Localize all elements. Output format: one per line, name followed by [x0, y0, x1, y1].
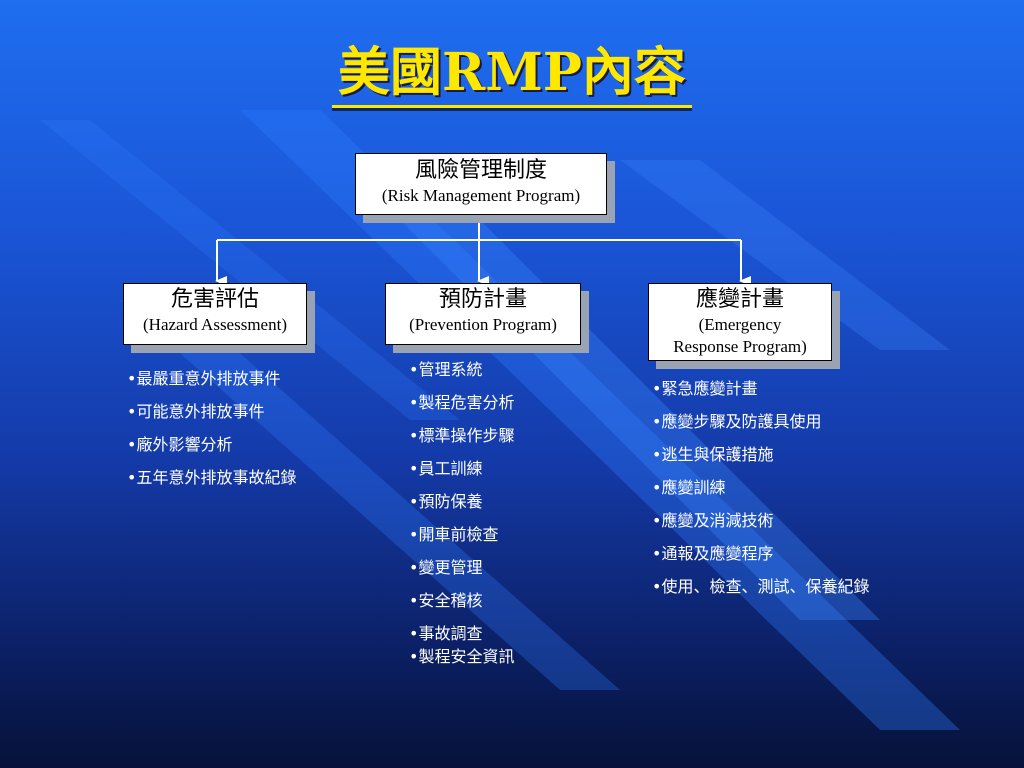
node-title-en: (Prevention Program): [409, 315, 557, 334]
page-title: 美國RMP內容: [0, 30, 1024, 108]
list-item: 標準操作步驟: [409, 419, 514, 452]
list-item: 製程安全資訊: [409, 644, 514, 670]
node-title-en-line2: Response Program): [673, 337, 807, 356]
node-title-zh: 預防計畫: [438, 287, 527, 312]
page-title-text: 美國RMP內容: [332, 42, 692, 108]
node-title-en-line1: (Emergency: [698, 315, 782, 334]
list-item: 逃生與保護措施: [652, 438, 869, 471]
list-item: 預防保養: [409, 485, 514, 518]
prevention-program-items: 管理系統 製程危害分析 標準操作步驟 員工訓練 預防保養 開車前檢查 變更管理 …: [409, 353, 514, 670]
list-item: 安全稽核: [409, 584, 514, 617]
node-title-zh: 危害評估: [170, 287, 259, 312]
list-item: 廠外影響分析: [127, 428, 296, 461]
list-item: 開車前檢查: [409, 518, 514, 551]
list-item: 應變及消減技術: [652, 504, 869, 537]
list-item: 使用、檢查、測試、保養紀錄: [652, 570, 869, 603]
list-item: 變更管理: [409, 551, 514, 584]
node-title-en: (Risk Management Program): [381, 186, 581, 205]
node-hazard-assessment: 危害評估 (Hazard Assessment): [123, 283, 307, 345]
list-item: 可能意外排放事件: [127, 395, 296, 428]
list-item: 最嚴重意外排放事件: [127, 362, 296, 395]
list-item: 製程危害分析: [409, 386, 514, 419]
hazard-assessment-items: 最嚴重意外排放事件 可能意外排放事件 廠外影響分析 五年意外排放事故紀錄: [127, 362, 296, 494]
list-item: 管理系統: [409, 353, 514, 386]
list-item: 應變步驟及防護具使用: [652, 405, 869, 438]
list-item: 通報及應變程序: [652, 537, 869, 570]
node-risk-management-program: 風險管理制度 (Risk Management Program): [355, 153, 607, 215]
node-prevention-program: 預防計畫 (Prevention Program): [385, 283, 581, 345]
node-title-zh: 風險管理制度: [414, 158, 547, 183]
list-item: 應變訓練: [652, 471, 869, 504]
list-item: 事故調查: [409, 617, 514, 650]
node-title-en: (Hazard Assessment): [143, 315, 287, 334]
list-item: 員工訓練: [409, 452, 514, 485]
list-item: 緊急應變計畫: [652, 372, 869, 405]
node-emergency-response-program: 應變計畫 (Emergency Response Program): [648, 283, 832, 361]
node-title-zh: 應變計畫: [695, 287, 784, 312]
emergency-response-items: 緊急應變計畫 應變步驟及防護具使用 逃生與保護措施 應變訓練 應變及消減技術 通…: [652, 372, 869, 603]
list-item: 五年意外排放事故紀錄: [127, 461, 296, 494]
